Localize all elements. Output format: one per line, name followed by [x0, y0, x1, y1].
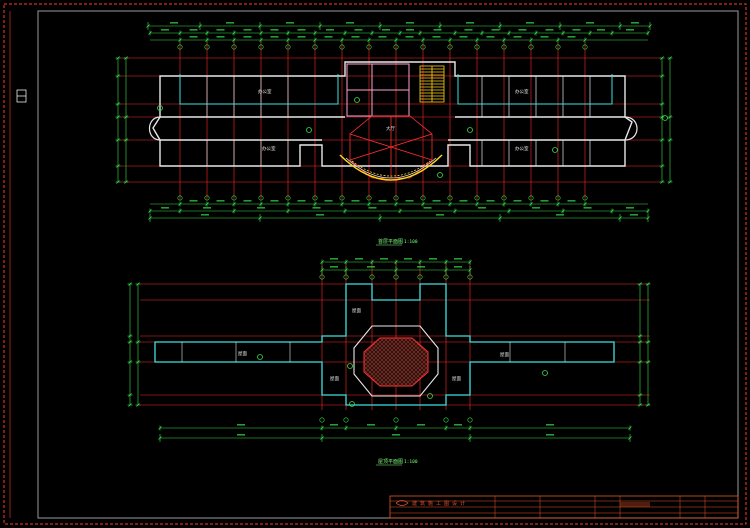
upper-room-label: 办公室 — [515, 145, 529, 152]
lower-room-label: 屋面 — [238, 351, 247, 357]
upper-stair — [419, 65, 445, 103]
axis-bubble — [528, 195, 534, 201]
upper-dimension-lines — [115, 22, 673, 222]
upper-room-partitions — [206, 76, 591, 166]
axis-bubble — [467, 274, 473, 280]
axis-bubble — [366, 195, 372, 201]
lower-room-label: 屋面 — [452, 376, 461, 382]
upper-entrance-arc — [339, 154, 443, 181]
axis-bubble — [339, 195, 345, 201]
axis-bubble — [177, 195, 183, 201]
axis-bubble — [474, 44, 480, 50]
axis-bubble — [501, 44, 507, 50]
axis-bubble — [393, 195, 399, 201]
axis-bubble — [447, 44, 453, 50]
lower-axis-grid — [140, 262, 650, 410]
sheet-outer-border — [3, 3, 747, 525]
axis-bubble — [204, 195, 210, 201]
sheet-inner-frame — [37, 10, 739, 519]
upper-plan-title: 首层平面图 — [378, 238, 403, 245]
axis-bubble — [420, 44, 426, 50]
lower-plan-scale: 1:100 — [404, 459, 418, 465]
axis-bubble — [420, 195, 426, 201]
lower-room-label: 屋面 — [500, 352, 509, 358]
axis-bubble — [582, 44, 588, 50]
lower-plan-title: 屋顶平面图 — [378, 459, 403, 465]
upper-plan-scale: 1:100 — [404, 239, 418, 245]
upper-room-label: 办公室 — [262, 145, 276, 152]
title-block: 建 筑 施 工 图 设 计 — [389, 495, 739, 519]
axis-bubble — [443, 417, 449, 423]
axis-bubble — [319, 417, 325, 423]
upper-lobby-octagon — [349, 115, 433, 179]
upper-walls — [152, 61, 633, 167]
upper-axis-grid — [120, 42, 660, 200]
upper-central-core — [346, 63, 410, 117]
binding-mark — [16, 89, 27, 103]
upper-room-label: 办公室 — [258, 88, 272, 95]
upper-level-markers — [157, 97, 668, 178]
axis-bubble — [555, 44, 561, 50]
axis-bubble — [467, 417, 473, 423]
axis-bubble — [417, 274, 423, 280]
axis-bubble — [366, 44, 372, 50]
upper-floor-plan: 办公室 办公室 大厅 办公室 办公室 首层平面图 1:100 — [115, 22, 673, 246]
axis-bubble — [258, 195, 264, 201]
axis-bubble — [312, 195, 318, 201]
axis-bubble — [343, 274, 349, 280]
axis-bubble — [393, 417, 399, 423]
lower-plan-caption: 屋顶平面图 1:100 — [376, 459, 418, 466]
axis-bubble — [177, 44, 183, 50]
lower-level-markers — [257, 354, 548, 407]
axis-bubble — [447, 195, 453, 201]
lower-skylight — [353, 325, 439, 397]
title-block-logo-icon — [395, 500, 409, 506]
lower-wing-gutters — [181, 342, 566, 362]
lower-room-labels: 屋面 屋面 屋面 屋面 屋面 — [238, 308, 509, 382]
upper-end-apses — [148, 116, 638, 141]
axis-bubble — [231, 44, 237, 50]
axis-bubble — [501, 195, 507, 201]
lower-room-label: 屋面 — [330, 376, 339, 382]
axis-bubble — [528, 44, 534, 50]
axis-bubble — [393, 44, 399, 50]
axis-bubble — [555, 195, 561, 201]
axis-bubble — [474, 195, 480, 201]
axis-bubble — [319, 274, 325, 280]
axis-bubble — [369, 274, 375, 280]
axis-bubble — [443, 274, 449, 280]
axis-bubble — [339, 44, 345, 50]
axis-bubble — [393, 274, 399, 280]
axis-bubble — [582, 195, 588, 201]
axis-bubble — [285, 44, 291, 50]
axis-bubble — [258, 44, 264, 50]
lower-room-label: 屋面 — [352, 308, 361, 314]
upper-room-label: 办公室 — [515, 88, 529, 95]
axis-bubble — [285, 195, 291, 201]
axis-bubble — [204, 44, 210, 50]
upper-room-labels: 办公室 办公室 大厅 办公室 办公室 — [258, 88, 529, 152]
axis-bubble — [231, 195, 237, 201]
axis-bubble — [312, 44, 318, 50]
upper-cyan-outline — [179, 74, 613, 105]
lower-roof-outline — [154, 283, 615, 406]
lower-roof-plan: 屋面 屋面 屋面 屋面 屋面 屋顶平面图 1:100 — [127, 258, 651, 466]
lower-dimension-lines — [127, 258, 651, 442]
upper-room-label: 大厅 — [386, 125, 395, 132]
title-block-text: 建 筑 施 工 图 设 计 — [412, 500, 465, 507]
upper-plan-caption: 首层平面图 1:100 — [376, 238, 418, 246]
axis-bubble — [343, 417, 349, 423]
